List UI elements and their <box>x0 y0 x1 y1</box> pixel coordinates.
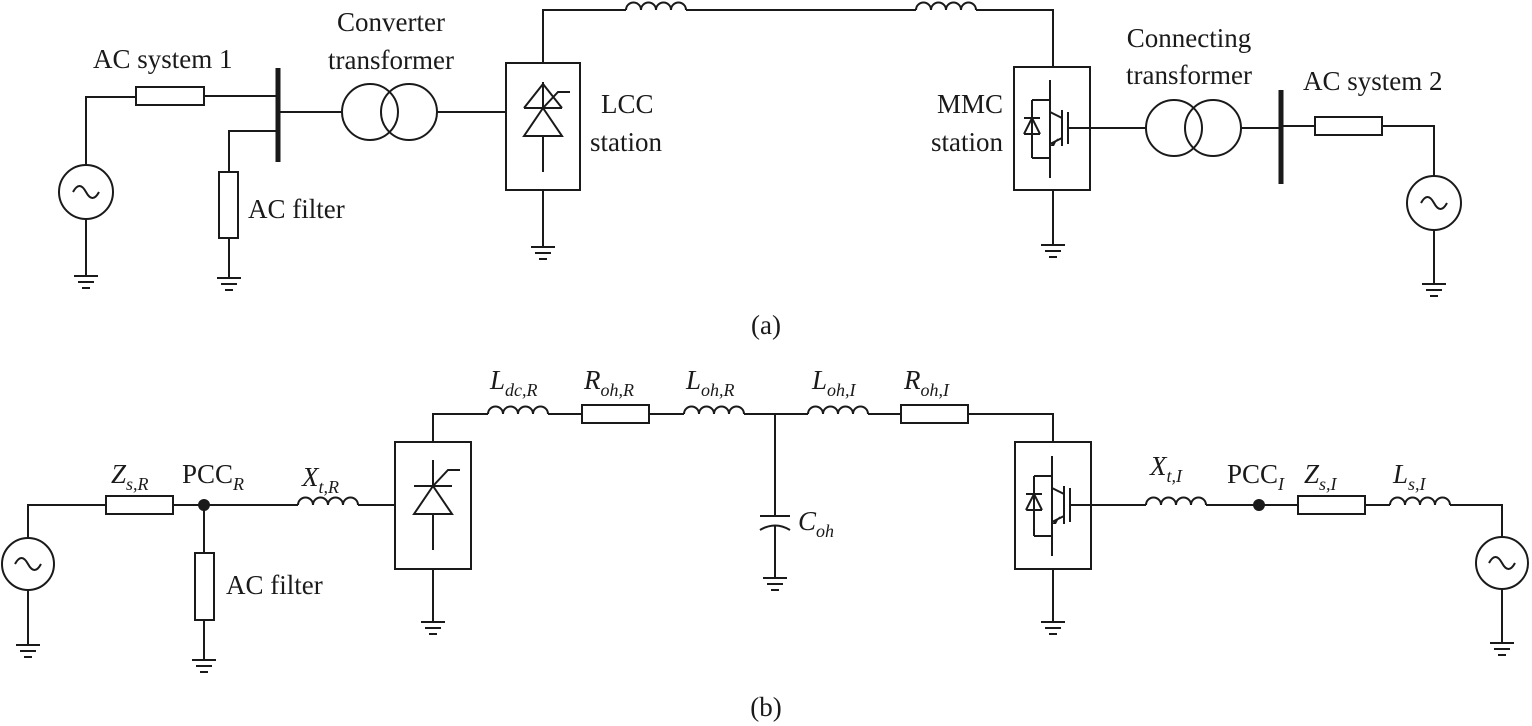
caption-b: (b) <box>750 692 781 722</box>
x-t-r-label: Xt,R <box>301 462 339 497</box>
l-oh-i-inductor <box>807 405 869 415</box>
igbt-icon <box>1025 456 1091 556</box>
r-oh-i-resistor <box>900 404 969 424</box>
ac-filter-label-a: AC filter <box>248 194 345 224</box>
l-oh-r-inductor <box>683 405 745 415</box>
single-line-diagram-a: AC system 1 Converter transformer AC fil… <box>58 1 1462 340</box>
lcc-station-label-line1: LCC <box>601 89 654 119</box>
converter-transformer-label-line2: transformer <box>328 45 454 75</box>
pcc-r-label: PCCR <box>182 459 244 494</box>
l-dc-r-inductor <box>487 405 549 415</box>
mmc-station-label-line1: MMC <box>937 89 1003 119</box>
thyristor-icon <box>522 82 570 172</box>
pcc-i-node <box>1253 499 1265 511</box>
ground-icon <box>1421 283 1447 297</box>
r-oh-r-label: Roh,R <box>583 365 634 400</box>
ground-icon <box>73 275 99 289</box>
ground-icon <box>420 621 446 635</box>
ground-icon <box>530 246 556 260</box>
ac-source-1-icon <box>58 164 114 220</box>
converter-transformer-icon <box>341 83 438 141</box>
z-s-r-label: Zs,R <box>111 459 149 494</box>
c-oh-label: Coh <box>798 506 834 541</box>
ac-filter-label-b: AC filter <box>226 570 323 600</box>
z-s-i-label: Zs,I <box>1304 459 1338 494</box>
connecting-transformer-label-line1: Connecting <box>1127 23 1251 53</box>
ac-system-2-impedance <box>1314 116 1383 136</box>
ground-icon <box>191 659 217 673</box>
l-s-i-label: Ls,I <box>1392 459 1427 494</box>
ac-filter-b <box>194 552 215 621</box>
connecting-transformer-icon <box>1145 99 1242 157</box>
dc-inductor-a1 <box>625 1 687 11</box>
ac-source-2-icon <box>1406 175 1462 231</box>
l-dc-r-label: Ldc,R <box>489 365 538 400</box>
x-t-i-inductor <box>1145 496 1207 506</box>
z-s-i-resistor <box>1297 495 1366 515</box>
ac-system-1-impedance <box>135 86 205 106</box>
ac-source-r-icon <box>1 537 55 591</box>
r-oh-i-label: Roh,I <box>903 365 950 400</box>
equivalent-circuit-b: Zs,R PCCR Xt,R AC filter Ldc,R Roh,R Loh… <box>1 365 1529 722</box>
l-s-i-inductor <box>1389 496 1451 506</box>
l-oh-r-label: Loh,R <box>685 365 735 400</box>
thyristor-icon <box>412 460 460 550</box>
ac-system-1-label: AC system 1 <box>93 44 233 74</box>
lcc-station-label-line2: station <box>590 127 662 157</box>
converter-transformer-label-line1: Converter <box>337 7 445 37</box>
ground-icon <box>762 577 788 591</box>
connecting-transformer-label-line2: transformer <box>1126 60 1252 90</box>
ground-icon <box>15 644 41 658</box>
r-oh-r-resistor <box>581 404 650 424</box>
mmc-station-label-line2: station <box>931 127 1003 157</box>
l-oh-i-label: Loh,I <box>811 365 857 400</box>
c-oh-capacitor-icon <box>759 515 791 531</box>
ac-system-2-label: AC system 2 <box>1303 66 1443 96</box>
caption-a: (a) <box>751 310 781 340</box>
x-t-r-inductor <box>297 496 359 506</box>
ac-source-i-icon <box>1475 536 1529 590</box>
x-t-i-label: Xt,I <box>1149 451 1183 486</box>
ground-icon <box>1489 642 1515 656</box>
dc-inductor-a2 <box>915 1 977 11</box>
igbt-icon <box>1023 80 1090 178</box>
z-s-r-resistor <box>105 495 174 515</box>
ground-icon <box>1040 244 1066 258</box>
ground-icon <box>216 277 242 291</box>
ac-filter-a <box>218 171 239 239</box>
pcc-i-label: PCCI <box>1227 459 1285 494</box>
ground-icon <box>1040 621 1066 635</box>
